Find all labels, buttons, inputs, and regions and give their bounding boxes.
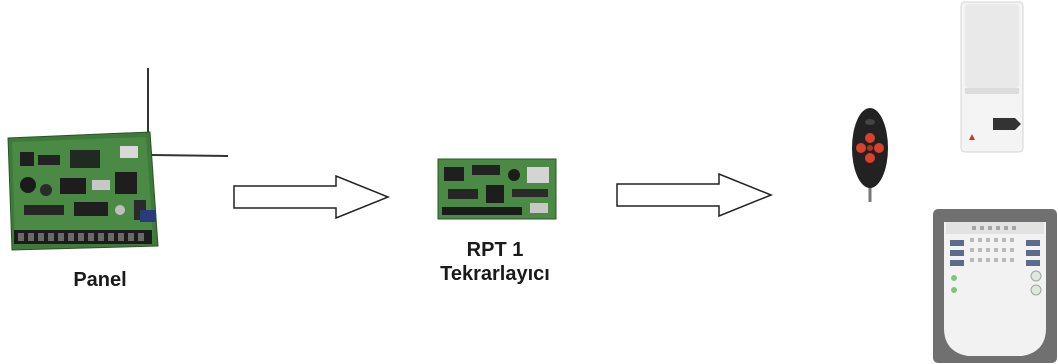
outline-arrow-icon [233, 174, 391, 220]
repeater-board [432, 155, 560, 225]
outline-arrow-icon [616, 172, 774, 218]
keypad [932, 208, 1058, 364]
panel-label-text: Panel [73, 269, 127, 291]
control-panel-board [0, 60, 240, 260]
detector-brand-mark [993, 118, 1021, 130]
panel-label: Panel [40, 268, 160, 292]
arrow-repeater-to-devices [615, 172, 775, 218]
remote-keyfob-icon [852, 108, 888, 202]
control-panel-board-icon [7, 68, 229, 251]
motion-detector-icon [960, 1, 1024, 153]
repeater-label-line2: Tekrarlayıcı [440, 263, 550, 285]
arrow-panel-to-repeater [232, 174, 392, 220]
repeater-board-icon [437, 158, 557, 220]
repeater-label-line1: RPT 1 [466, 239, 524, 261]
repeater-label: RPT 1 Tekrarlayıcı [405, 238, 585, 286]
keypad-icon [933, 209, 1057, 363]
remote-keyfob [846, 102, 896, 206]
motion-detector [955, 0, 1029, 156]
